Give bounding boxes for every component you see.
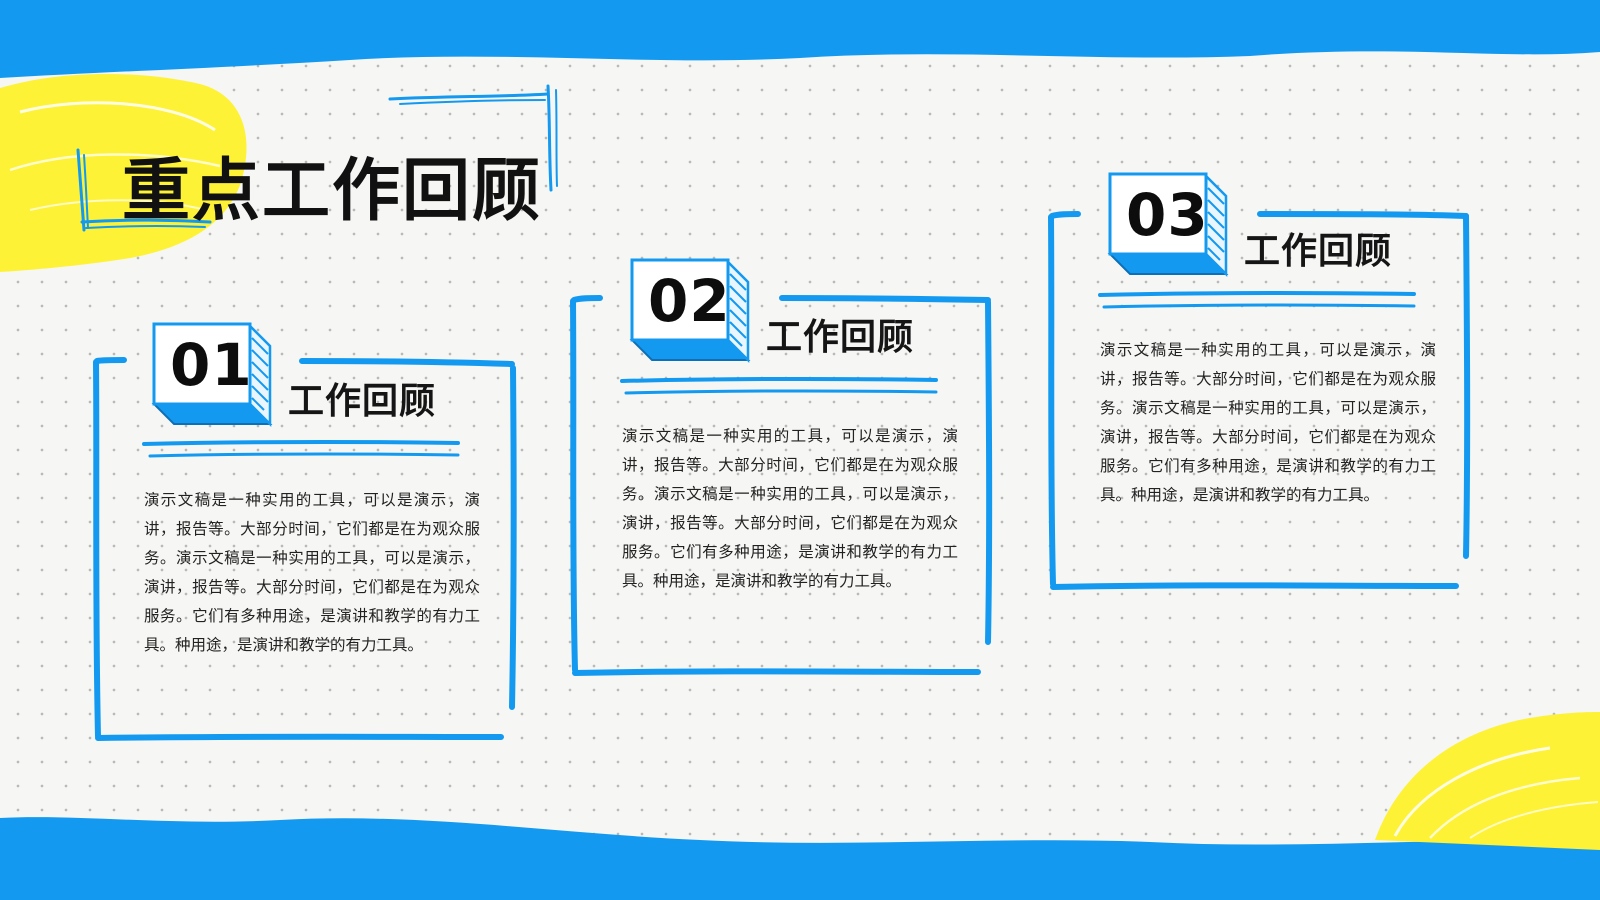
card-title: 工作回顾 [766,317,915,358]
title-frame [76,84,558,232]
card-number: 02 [648,267,731,335]
bottom-blue-band [0,817,1600,900]
card-2: 02 工作回顾 演示文稿是一种实用的工具，可以是演示，演讲，报告等。大部分时间，… [570,256,1000,686]
yellow-blob-top-left [0,73,247,272]
card-frame [93,322,517,741]
top-blue-band [0,0,1600,78]
number-cube [151,322,273,428]
card-body: 演示文稿是一种实用的工具，可以是演示，演讲，报告等。大部分时间，它们都是在为观众… [144,491,480,654]
page-title: 重点工作回顾 [122,151,543,231]
card-title: 工作回顾 [1244,231,1393,272]
card-3: 03 工作回顾 演示文稿是一种实用的工具，可以是演示，演讲，报告等。大部分时间，… [1048,170,1478,600]
card-number: 01 [170,331,253,399]
card-frame [1048,172,1471,590]
number-cube [629,258,751,364]
card-number: 03 [1126,181,1209,249]
number-cube [1107,172,1229,278]
card-frame [570,258,993,676]
card-body: 演示文稿是一种实用的工具，可以是演示，演讲，报告等。大部分时间，它们都是在为观众… [1100,341,1436,504]
card-title: 工作回顾 [288,381,437,422]
yellow-blob-bottom-right [1375,712,1600,850]
card-body: 演示文稿是一种实用的工具，可以是演示，演讲，报告等。大部分时间，它们都是在为观众… [622,427,958,590]
card-1: 01 工作回顾 演示文稿是一种实用的工具，可以是演示，演讲，报告等。大部分时间，… [92,320,522,750]
